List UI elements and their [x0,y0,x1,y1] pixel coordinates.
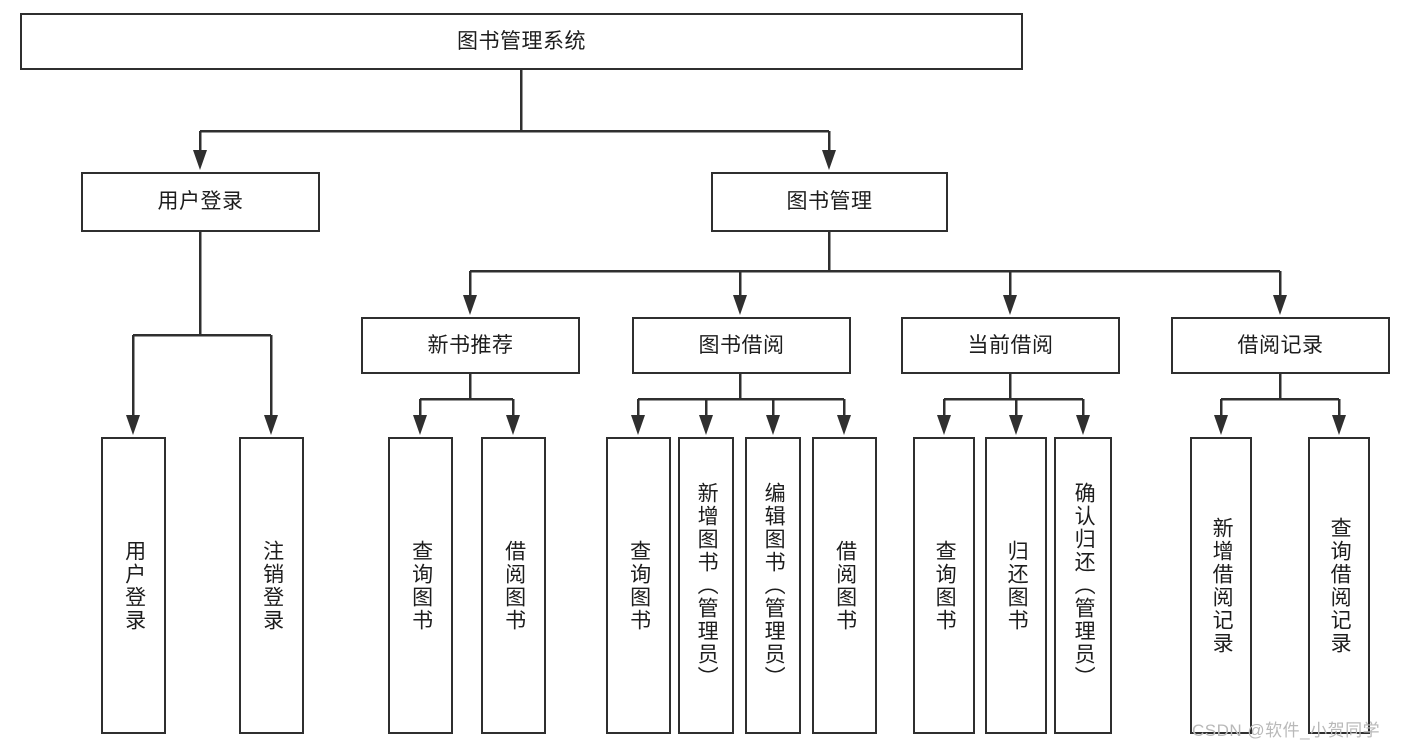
node-label: 查询借阅记录 [1328,516,1352,655]
node-leaf-leaf-query-book-borrow[interactable]: 查询图书 [606,437,671,734]
node-label: 用户登录 [157,190,244,214]
node-label: 查询图书 [627,539,651,632]
node-new-book-recommend[interactable]: 新书推荐 [361,317,580,374]
node-label: 新增借阅记录 [1210,516,1234,655]
node-leaf-leaf-query-book-current[interactable]: 查询图书 [913,437,975,734]
node-label: 图书管理系统 [457,29,586,53]
node-label: 注销登录 [260,539,284,632]
node-root-system[interactable]: 图书管理系统 [20,13,1023,70]
node-leaf-leaf-return-book[interactable]: 归还图书 [985,437,1047,734]
node-leaf-leaf-borrow-book-recommend[interactable]: 借阅图书 [481,437,546,734]
node-leaf-leaf-add-borrow-record[interactable]: 新增借阅记录 [1190,437,1252,734]
node-leaf-leaf-user-login[interactable]: 用户登录 [101,437,166,734]
node-label: 归还图书 [1005,539,1029,632]
node-label: 当前借阅 [967,333,1054,357]
csdn-watermark: CSDN @软件_小贺同学 [1192,721,1381,740]
node-leaf-leaf-logout[interactable]: 注销登录 [239,437,304,734]
node-book-management[interactable]: 图书管理 [711,172,948,232]
node-label: 图书管理 [786,190,873,214]
node-label: 编辑图书（管理员） [762,482,786,689]
node-label: 借阅记录 [1237,333,1324,357]
node-label: 确认归还（管理员） [1072,482,1096,689]
node-book-borrow[interactable]: 图书借阅 [632,317,851,374]
node-user-login[interactable]: 用户登录 [81,172,320,232]
node-label: 新增图书（管理员） [695,482,719,689]
node-leaf-leaf-edit-book-admin[interactable]: 编辑图书（管理员） [745,437,801,734]
node-label: 借阅图书 [502,539,526,632]
node-current-borrow[interactable]: 当前借阅 [901,317,1120,374]
node-leaf-leaf-add-book-admin[interactable]: 新增图书（管理员） [678,437,734,734]
node-leaf-leaf-query-borrow-record[interactable]: 查询借阅记录 [1308,437,1370,734]
node-leaf-leaf-confirm-return-admin[interactable]: 确认归还（管理员） [1054,437,1112,734]
node-label: 图书借阅 [698,333,785,357]
node-label: 查询图书 [409,539,433,632]
node-borrow-records[interactable]: 借阅记录 [1171,317,1390,374]
node-label: 借阅图书 [833,539,857,632]
node-leaf-leaf-borrow-book[interactable]: 借阅图书 [812,437,877,734]
node-label: 新书推荐 [427,333,514,357]
node-label: 用户登录 [122,539,146,632]
node-leaf-leaf-query-book-recommend[interactable]: 查询图书 [388,437,453,734]
node-label: 查询图书 [933,539,957,632]
